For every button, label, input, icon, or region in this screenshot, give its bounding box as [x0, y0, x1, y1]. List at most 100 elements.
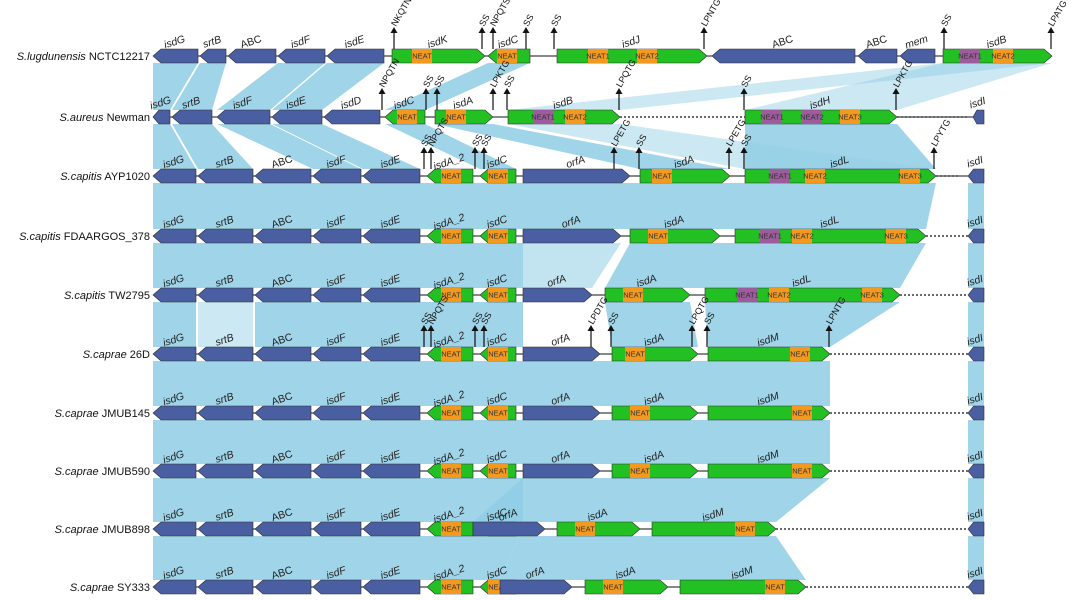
gene-label: ABC [270, 153, 295, 171]
homology-link [605, 302, 698, 347]
signal-arrowhead [1047, 27, 1055, 33]
gene-label: srtB [201, 34, 222, 51]
signal-label: LPYTG [929, 117, 952, 148]
gene-arrow [254, 228, 312, 244]
gene-label: srtB [214, 273, 235, 290]
signal-marker: LPYTG [929, 117, 952, 169]
neat-domain-label: NEAT [735, 525, 755, 534]
gene-abc: ABC [857, 33, 898, 64]
homology-link [968, 302, 984, 347]
gene-arrow [522, 168, 631, 184]
homology-link [272, 63, 384, 110]
gene-arrow [312, 463, 362, 479]
gene-arrow [391, 48, 486, 64]
neat-domain [652, 169, 672, 183]
species-name: S.capitis [64, 290, 106, 302]
neat-domain [765, 580, 785, 594]
gene-arrow [584, 579, 669, 595]
species-name: S.caprae [55, 524, 99, 536]
gene-label: isdL [829, 153, 851, 170]
gene-label: isdI [965, 332, 984, 348]
gene-orfa: orfA [472, 506, 546, 537]
signal-label: SS [549, 13, 564, 28]
neat-domain-label: NEAT [441, 583, 461, 592]
homology-link [968, 183, 984, 229]
gene-arrow [199, 48, 227, 64]
gene-srtb: srtB [197, 507, 254, 537]
neat-domain [630, 464, 650, 478]
gene-arrow [522, 228, 622, 244]
neat-domain-label: NEAT [630, 409, 650, 418]
neat-domain-label: NEAT3 [860, 291, 884, 300]
neat-domain-label: NEAT [488, 291, 508, 300]
gene-arrow [362, 228, 421, 244]
neat-domain [993, 49, 1013, 63]
gene-arrow [197, 521, 254, 537]
neat-domain-label: NEAT [623, 291, 643, 300]
signal-arrowhead [489, 27, 497, 33]
strain-name: NCTC12217 [86, 51, 150, 63]
gene-label: isdL [819, 213, 841, 230]
gene-arrow [152, 168, 197, 184]
neat-domain [488, 406, 508, 420]
gene-arrow [271, 109, 323, 125]
gene-label: isdF [289, 33, 312, 51]
neat-domain [441, 464, 461, 478]
gene-arrow [362, 346, 421, 362]
gene-label: srtB [214, 154, 235, 171]
gene-label: isdI [965, 391, 984, 407]
track-label: S.capitis AYP1020 [60, 171, 150, 183]
neat-domain-label: NEAT [765, 583, 785, 592]
neat-domain-label: NEAT2 [790, 232, 814, 241]
signal-marker: SS [939, 13, 954, 49]
neat-domain-label: NEAT [790, 350, 810, 359]
neat-domain-label: NEAT2 [635, 52, 659, 61]
genome-track: S.capitis TW2795 [64, 290, 150, 302]
gene-srtb: srtB [197, 332, 254, 362]
signal-marker: SS [502, 74, 517, 110]
gene-orfa: orfA [522, 272, 593, 303]
neat-domain [760, 229, 780, 243]
neat-domain [840, 110, 860, 124]
gene-arrow [152, 463, 197, 479]
gene-label: srtB [214, 449, 235, 466]
gene-srtb: srtB [199, 34, 227, 64]
gene-isde: isdE [362, 213, 421, 244]
neat-domain-label: NEAT [488, 172, 508, 181]
homology-link [172, 63, 226, 110]
signal-arrowhead [740, 147, 748, 153]
neat-domain-label: NEAT2 [803, 172, 827, 181]
signal-label: SS [521, 13, 536, 28]
track-label: S.caprae JMUB145 [55, 408, 150, 420]
homology-link [385, 124, 516, 169]
gene-arrow [254, 405, 312, 421]
homology-link [153, 183, 936, 229]
neat-domain-label: NEAT1 [735, 291, 759, 300]
gene-arrow [472, 521, 546, 537]
homology-link [153, 243, 523, 288]
neat-domain-label: NEAT [603, 583, 623, 592]
gene-arrow [522, 346, 601, 362]
neat-domain-label: NEAT1 [758, 232, 782, 241]
gene-arrow [216, 109, 271, 125]
gene-orfa: orfA [522, 390, 601, 421]
neat-domain-label: NEAT [441, 409, 461, 418]
gene-arrow [522, 463, 601, 479]
signal-arrowhead [422, 88, 430, 94]
gene-isdi: isdI [965, 507, 985, 537]
gene-arrow [899, 48, 936, 64]
species-name: S.capitis [60, 171, 102, 183]
gene-srtb: srtB [197, 273, 254, 303]
homology-link [153, 420, 830, 464]
gene-label: mem [904, 33, 930, 52]
gene-arrow [197, 579, 254, 595]
gene-arrow [362, 521, 421, 537]
gene-arrow [312, 521, 362, 537]
gene-label: orfA [560, 213, 582, 230]
signal-arrowhead [740, 88, 748, 94]
neat-domain-label: NEAT2 [991, 52, 1015, 61]
neat-domain [960, 49, 980, 63]
gene-isdg: isdG [152, 33, 199, 64]
